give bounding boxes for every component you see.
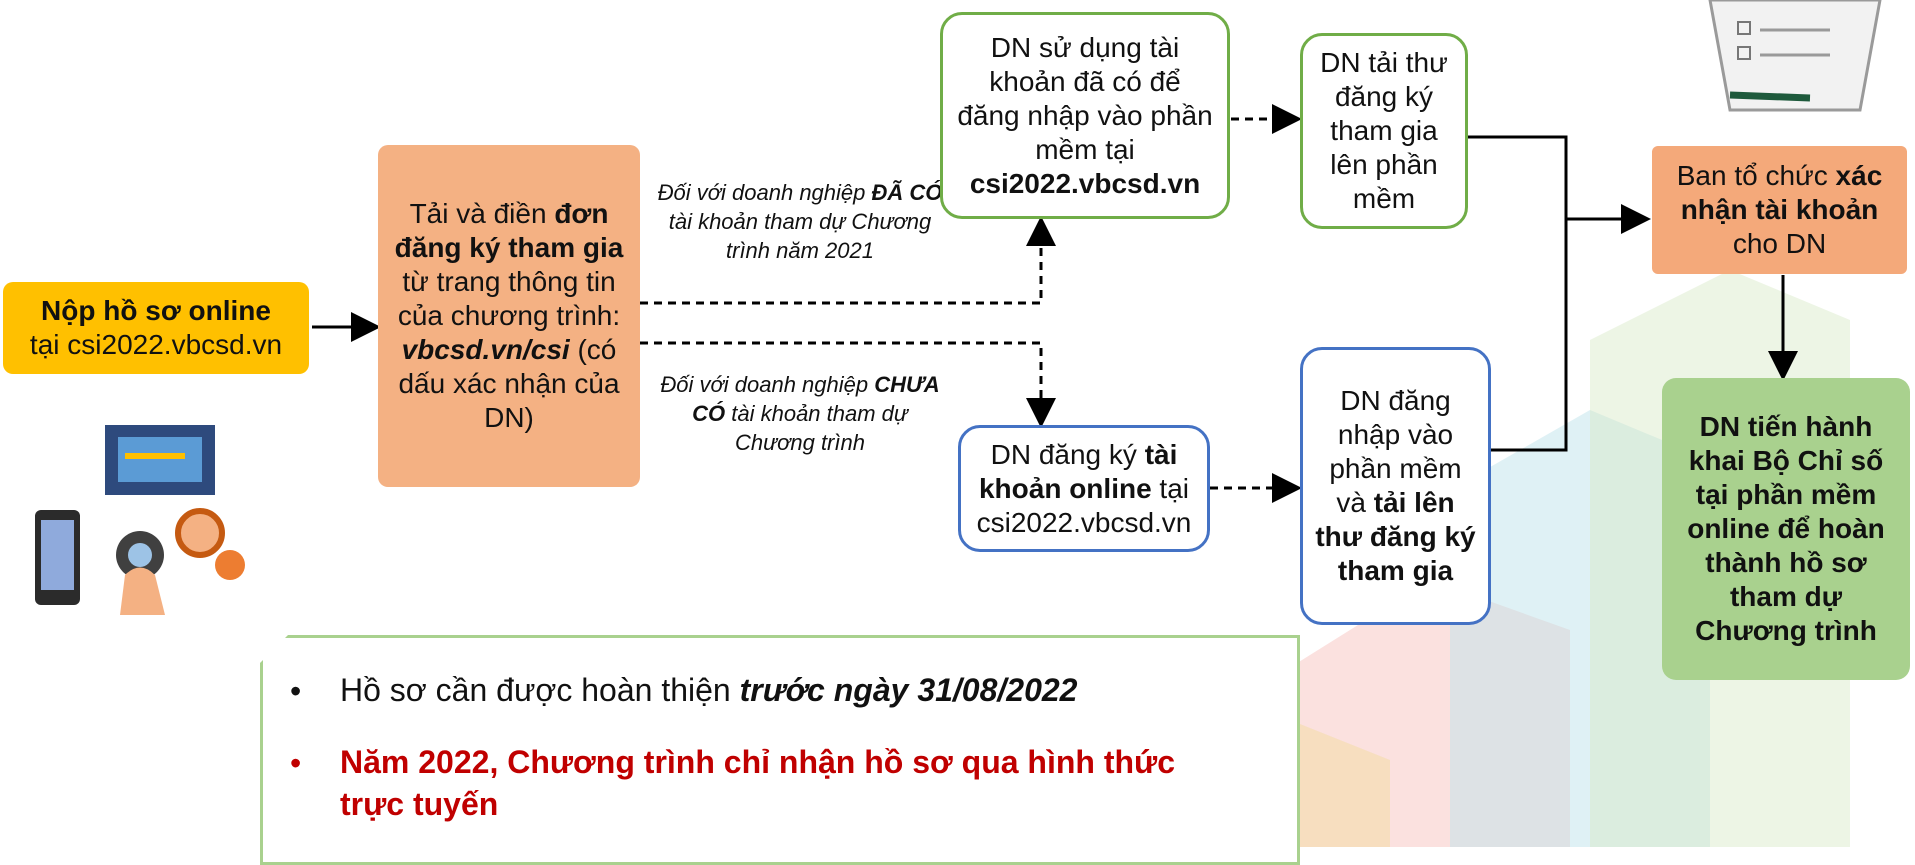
upload-letter-text: DN tải thư đăng ký tham gia lên phần mềm [1320,47,1448,214]
note-online-only: Năm 2022, Chương trình chỉ nhận hồ sơ qu… [340,741,1240,825]
clipboard-checklist-icon [1708,0,1882,112]
upload-letter-box: DN tải thư đăng ký tham gia lên phần mềm [1300,33,1468,229]
online-only-text: Năm 2022, Chương trình chỉ nhận hồ sơ qu… [340,744,1176,822]
existing-login-text: DN sử dụng tài khoản đã có để đăng nhập … [957,31,1213,165]
deadline-date: trước ngày 31/08/2022 [739,672,1078,708]
note-no-3: tài khoản tham dự Chương trình [725,401,908,455]
register-text-1: DN đăng ký [990,438,1145,470]
existing-login-url: csi2022.vbcsd.vn [969,167,1201,199]
notes-panel [260,635,1300,865]
declare-index-text: DN tiến hành khai Bộ Chỉ số tại phần mềm… [1687,411,1885,646]
download-form-box: Tải và điền đơn đăng ký tham gia từ tran… [378,145,640,487]
note-no-account: Đối với doanh nghiệp CHƯA CÓ tài khoản t… [650,370,950,457]
form-link-text: vbcsd.vn/csi [401,334,570,365]
organizer-confirm-box: Ban tổ chức xác nhận tài khoản cho DN [1652,146,1907,274]
note-has-1: Đối với doanh nghiệp [657,180,872,205]
bullet-dot-1: • [290,673,302,709]
submit-online-box: Nộp hồ sơ online tại csi2022.vbcsd.vn [3,282,309,374]
bullet-dot-2: • [290,745,302,781]
note-has-2: ĐÃ CÓ [871,180,943,205]
declare-index-box: DN tiến hành khai Bộ Chỉ số tại phần mềm… [1662,378,1910,680]
start-line1: Nộp hồ sơ online [41,295,271,326]
note-has-account: Đối với doanh nghiệp ĐÃ CÓ tài khoản tha… [650,178,950,265]
login-upload-text-2: tải lên thư đăng ký tham gia [1315,487,1476,586]
form-text-3: từ trang thông tin của chương trình: [397,266,621,331]
form-text-1: Tải và điền [409,198,555,229]
form-text-5: (có dấu xác nhận của DN) [398,334,620,433]
flow-connectors [312,104,1798,503]
register-text-3: tại csi2022.vbcsd.vn [976,472,1192,538]
note-no-1: Đối với doanh nghiệp [660,372,875,397]
login-upload-text-1: DN đăng nhập vào phần mềm và [1329,385,1462,518]
organizer-text-1: Ban tổ chức [1676,160,1836,191]
organizer-text-3: cho DN [1732,228,1827,259]
note-has-3: tài khoản tham dự Chương trình năm 2021 [668,209,932,263]
register-online-account-box: DN đăng ký tài khoản online tại csi2022.… [958,425,1210,552]
register-text-2: tài khoản online [978,438,1178,504]
form-text-2: đơn đăng ký tham gia [394,198,624,263]
start-line2: tại csi2022.vbcsd.vn [29,329,283,360]
login-upload-box: DN đăng nhập vào phần mềm và tải lên thư… [1300,347,1491,625]
organizer-text-2: xác nhận tài khoản [1680,160,1883,225]
deadline-text: Hồ sơ cần được hoàn thiện [340,672,740,708]
existing-account-login-box: DN sử dụng tài khoản đã có để đăng nhập … [940,12,1230,219]
note-no-2: CHƯA CÓ [692,372,940,426]
online-devices-icon [35,425,245,615]
note-deadline: Hồ sơ cần được hoàn thiện trước ngày 31/… [340,669,1290,711]
